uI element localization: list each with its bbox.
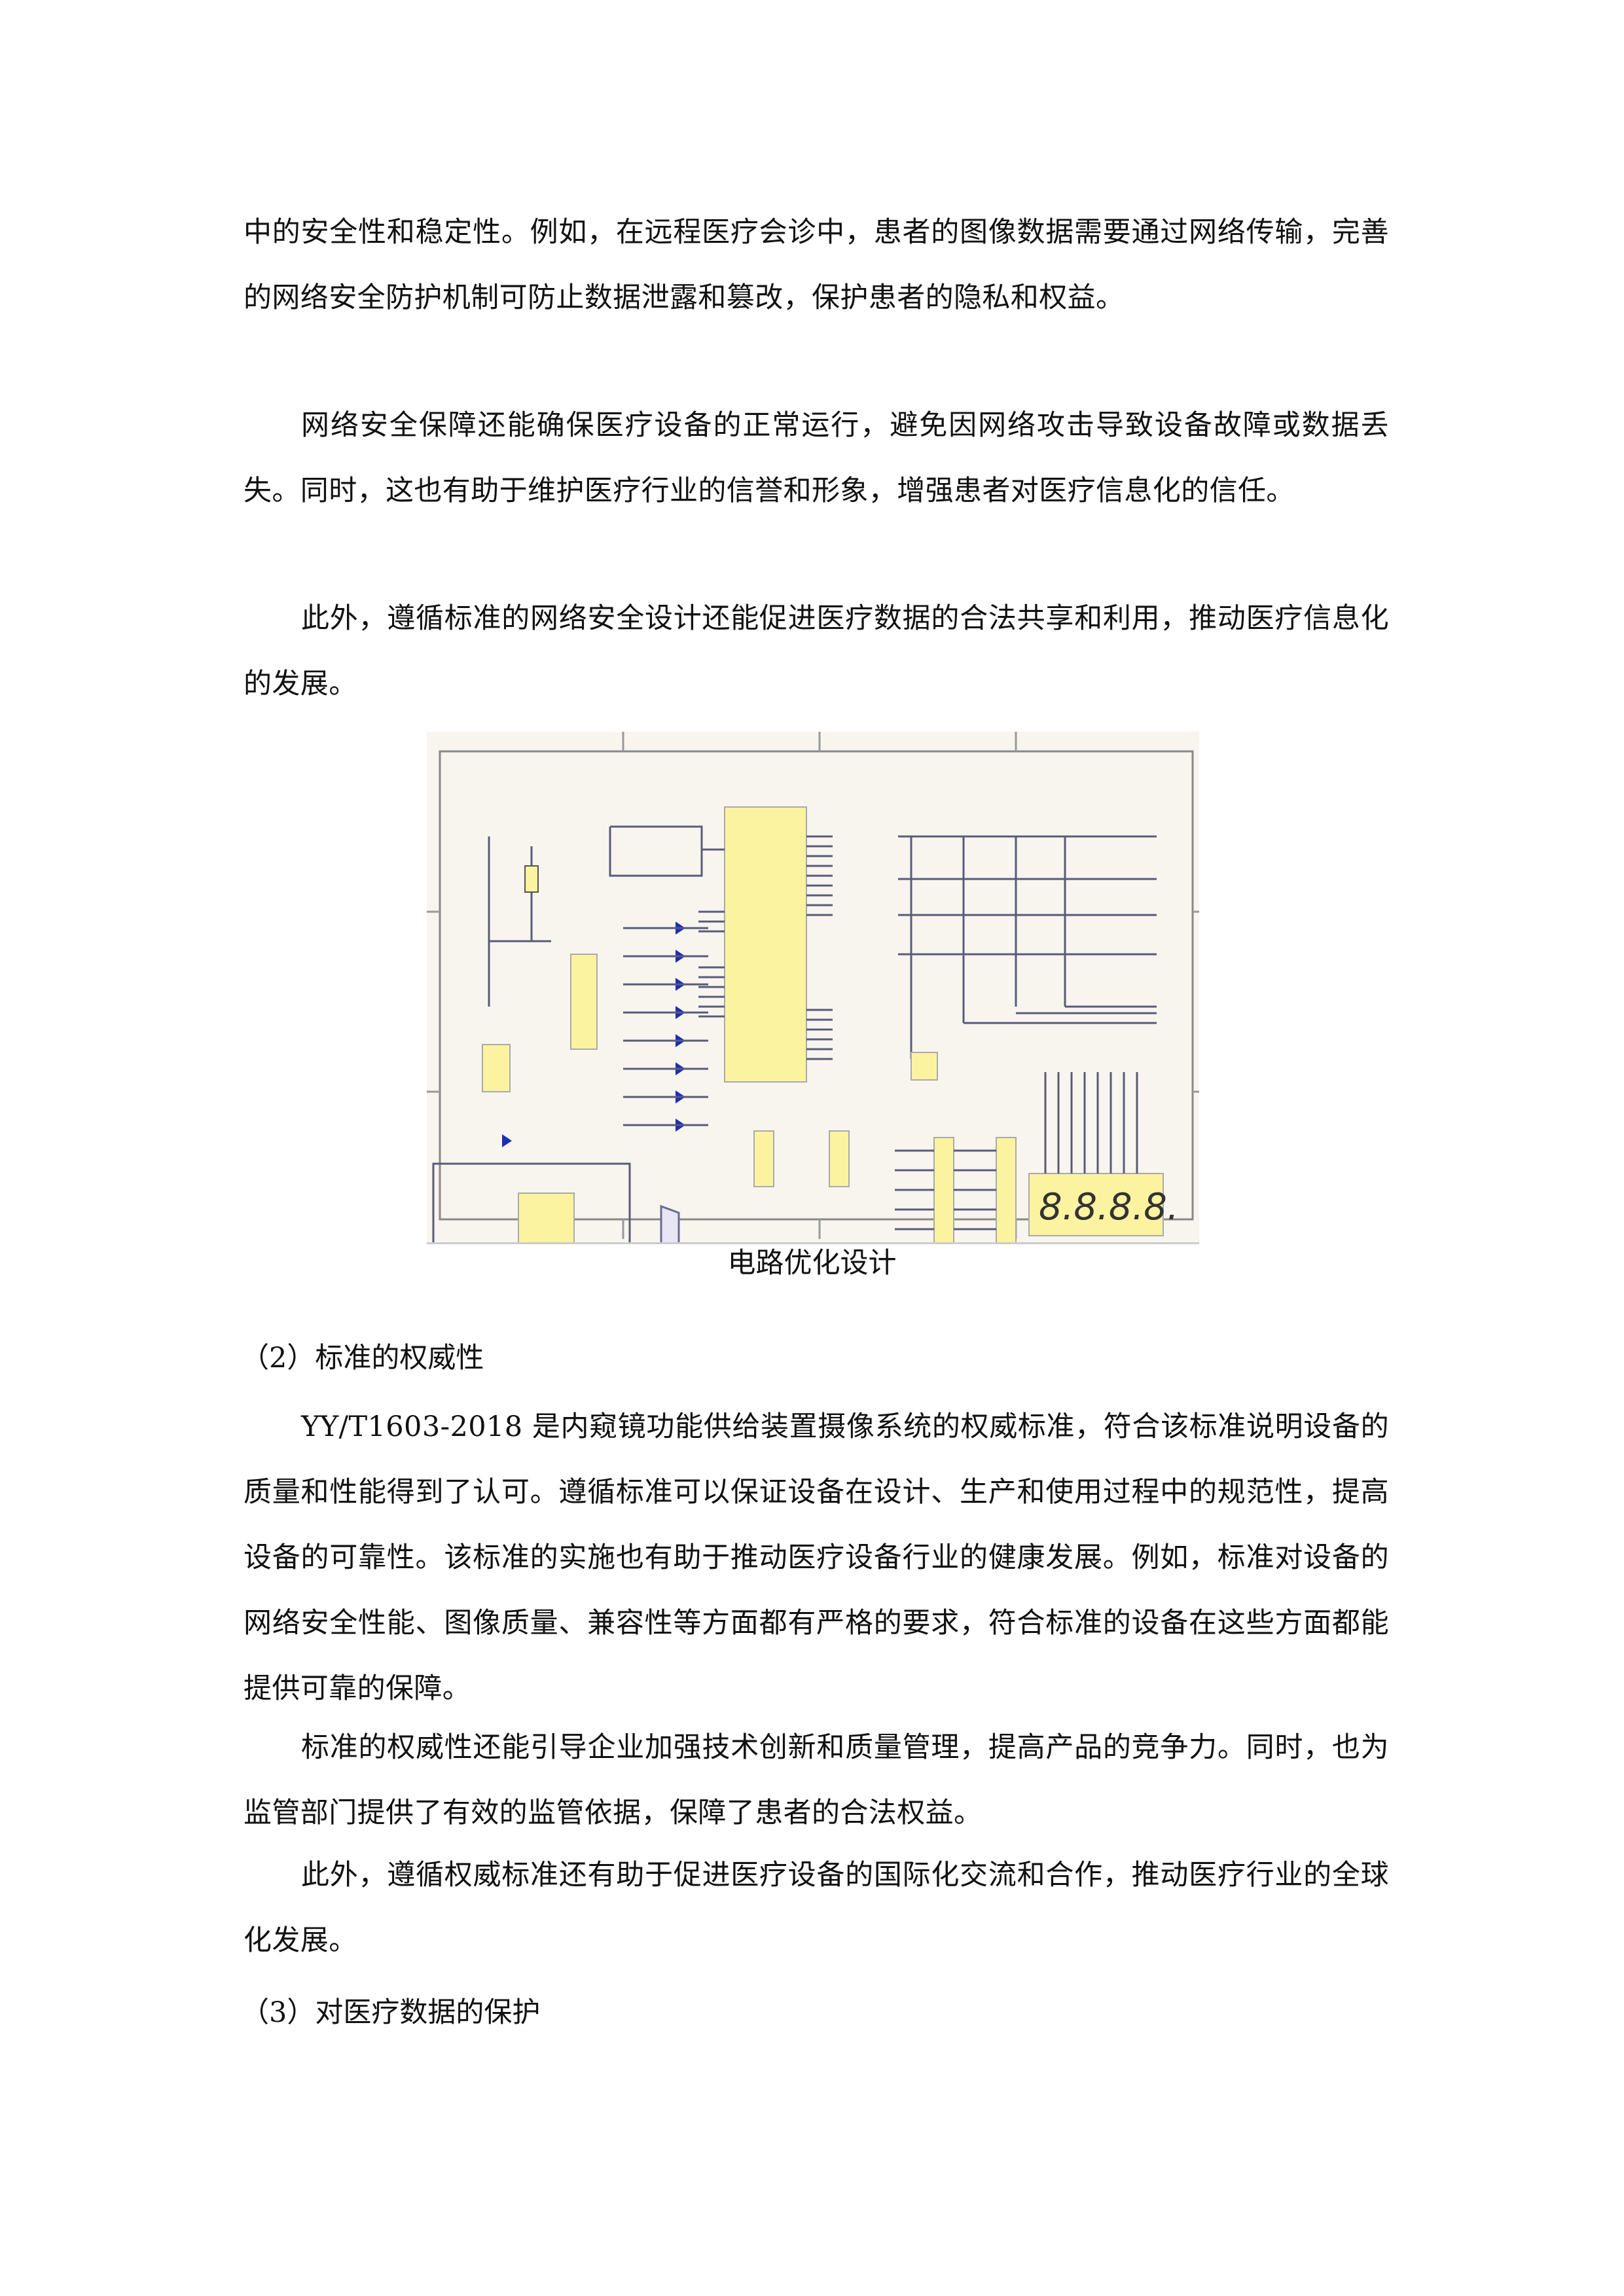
paragraph-continued: 中的安全性和稳定性。例如，在远程医疗会诊中，患者的图像数据需要通过网络传输，完善… <box>244 216 1389 314</box>
paragraph-international: 此外，遵循权威标准还有助于促进医疗设备的国际化交流和合作，推动医疗行业的全球化发… <box>244 1859 1389 1957</box>
figure-caption: 电路优化设计 <box>727 1247 897 1280</box>
circuit-diagram-figure: 8.8.8.8. <box>427 732 1199 1427</box>
circuit-schematic: 8.8.8.8. <box>427 732 1199 1427</box>
section-heading-authority: （2）标准的权威性 <box>241 1342 484 1374</box>
paragraph-data-sharing: 此外，遵循标准的网络安全设计还能促进医疗数据的合法共享和利用，推动医疗信息化的发… <box>244 602 1389 700</box>
section-heading-data-protection: （3）对医疗数据的保护 <box>241 1996 541 2029</box>
paragraph-innovation: 标准的权威性还能引导企业加强技术创新和质量管理，提高产品的竞争力。同时，也为监管… <box>244 1731 1389 1829</box>
paragraph-standard-description: YY/T1603-2018 是内窥镜功能供给装置摄像系统的权威标准，符合该标准说… <box>244 1410 1389 1705</box>
paragraph-network-security: 网络安全保障还能确保医疗设备的正常运行，避免因网络攻击导致设备故障或数据丢失。同… <box>244 409 1389 507</box>
seven-segment-digits: 8.8.8.8. <box>1039 1186 1179 1229</box>
